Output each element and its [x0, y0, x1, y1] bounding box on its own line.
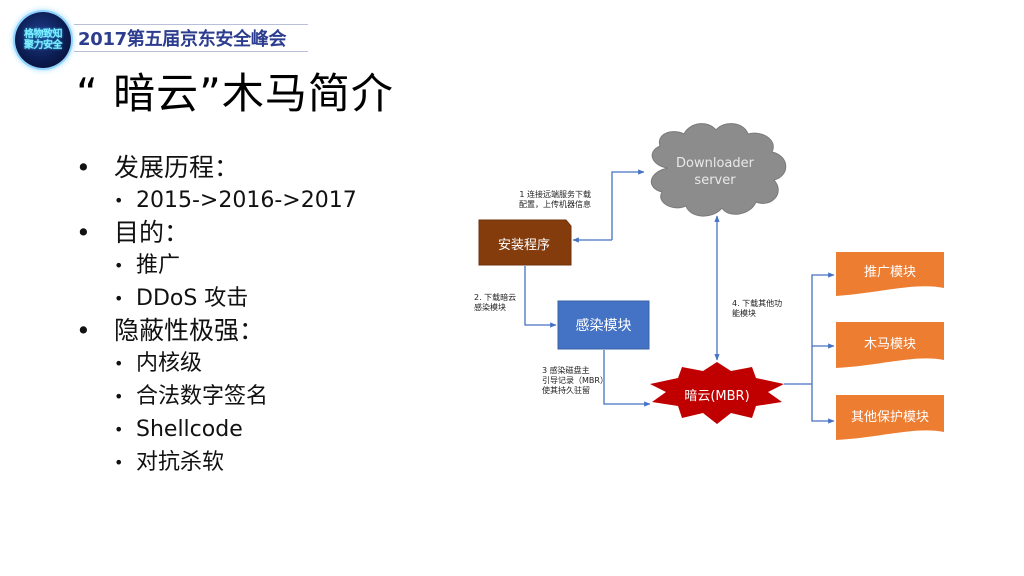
step4-line1: 4. 下载其他功 — [732, 299, 783, 308]
step4-line2: 能模块 — [732, 309, 756, 318]
conference-logo: 格物致知 聚力安全 — [15, 12, 71, 68]
step4-note: 4. 下载其他功 能模块 — [732, 299, 782, 319]
infect-module-label: 感染模块 — [575, 318, 632, 334]
cloud-label-line2: server — [694, 173, 736, 188]
bullet-history: 发展历程： — [76, 152, 357, 184]
step2-line1: 2. 下载暗云 — [474, 293, 517, 302]
step1-note: 1 连接远端服务下载 配置，上传机器信息 — [519, 190, 591, 210]
sub-bullet: DDoS 攻击 — [76, 282, 357, 315]
sub-bullet: 推广 — [76, 249, 357, 282]
promo-module-label: 推广模块 — [863, 264, 916, 280]
step3-line2: 引导记录（MBR） — [542, 376, 608, 385]
sub-bullet: 合法数字签名 — [76, 380, 357, 413]
installer-shape — [478, 219, 572, 266]
bullet-stealth: 隐蔽性极强： — [76, 315, 357, 347]
step1-line2: 配置，上传机器信息 — [519, 200, 591, 209]
step2-note: 2. 下载暗云 感染模块 — [474, 293, 516, 313]
infect-module-shape — [557, 300, 650, 350]
sub-bullet: 对抗杀软 — [76, 446, 357, 479]
bullet-list: 发展历程： 2015->2016->2017 目的： 推广 DDoS 攻击 隐蔽… — [76, 152, 357, 479]
logo-line-2: 聚力安全 — [24, 40, 63, 51]
mbr-label: 暗云(MBR) — [684, 388, 750, 404]
step3-line1: 3 感染磁盘主 — [542, 366, 590, 375]
promo-module-shape — [836, 252, 944, 296]
mbr-star-shape — [650, 362, 784, 424]
installer-label: 安装程序 — [497, 238, 550, 253]
protect-module-shape — [836, 395, 944, 440]
trojan-module-label: 木马模块 — [863, 336, 916, 352]
logo-line-1: 格物致知 — [24, 29, 63, 40]
sub-bullet: 内核级 — [76, 347, 357, 380]
step1-line1: 1 连接远端服务下载 — [519, 190, 591, 199]
step3-note: 3 感染磁盘主 引导记录（MBR） 使其持久驻留 — [542, 366, 608, 396]
trojan-module-shape — [836, 322, 944, 368]
protect-module-label: 其他保护模块 — [850, 409, 929, 425]
step2-line2: 感染模块 — [474, 303, 506, 312]
sub-bullet: 2015->2016->2017 — [76, 184, 357, 217]
cloud-label-line1: Downloader — [676, 156, 754, 171]
step3-line3: 使其持久驻留 — [542, 386, 590, 395]
cloud-label: Downloader server — [650, 152, 780, 192]
conference-title: 2017第五届京东安全峰会 — [74, 24, 308, 52]
slide-title: “ 暗云”木马简介 — [76, 69, 394, 118]
downloader-server-cloud — [651, 123, 787, 217]
sub-bullet: Shellcode — [76, 413, 357, 446]
bullet-purpose: 目的： — [76, 217, 357, 249]
